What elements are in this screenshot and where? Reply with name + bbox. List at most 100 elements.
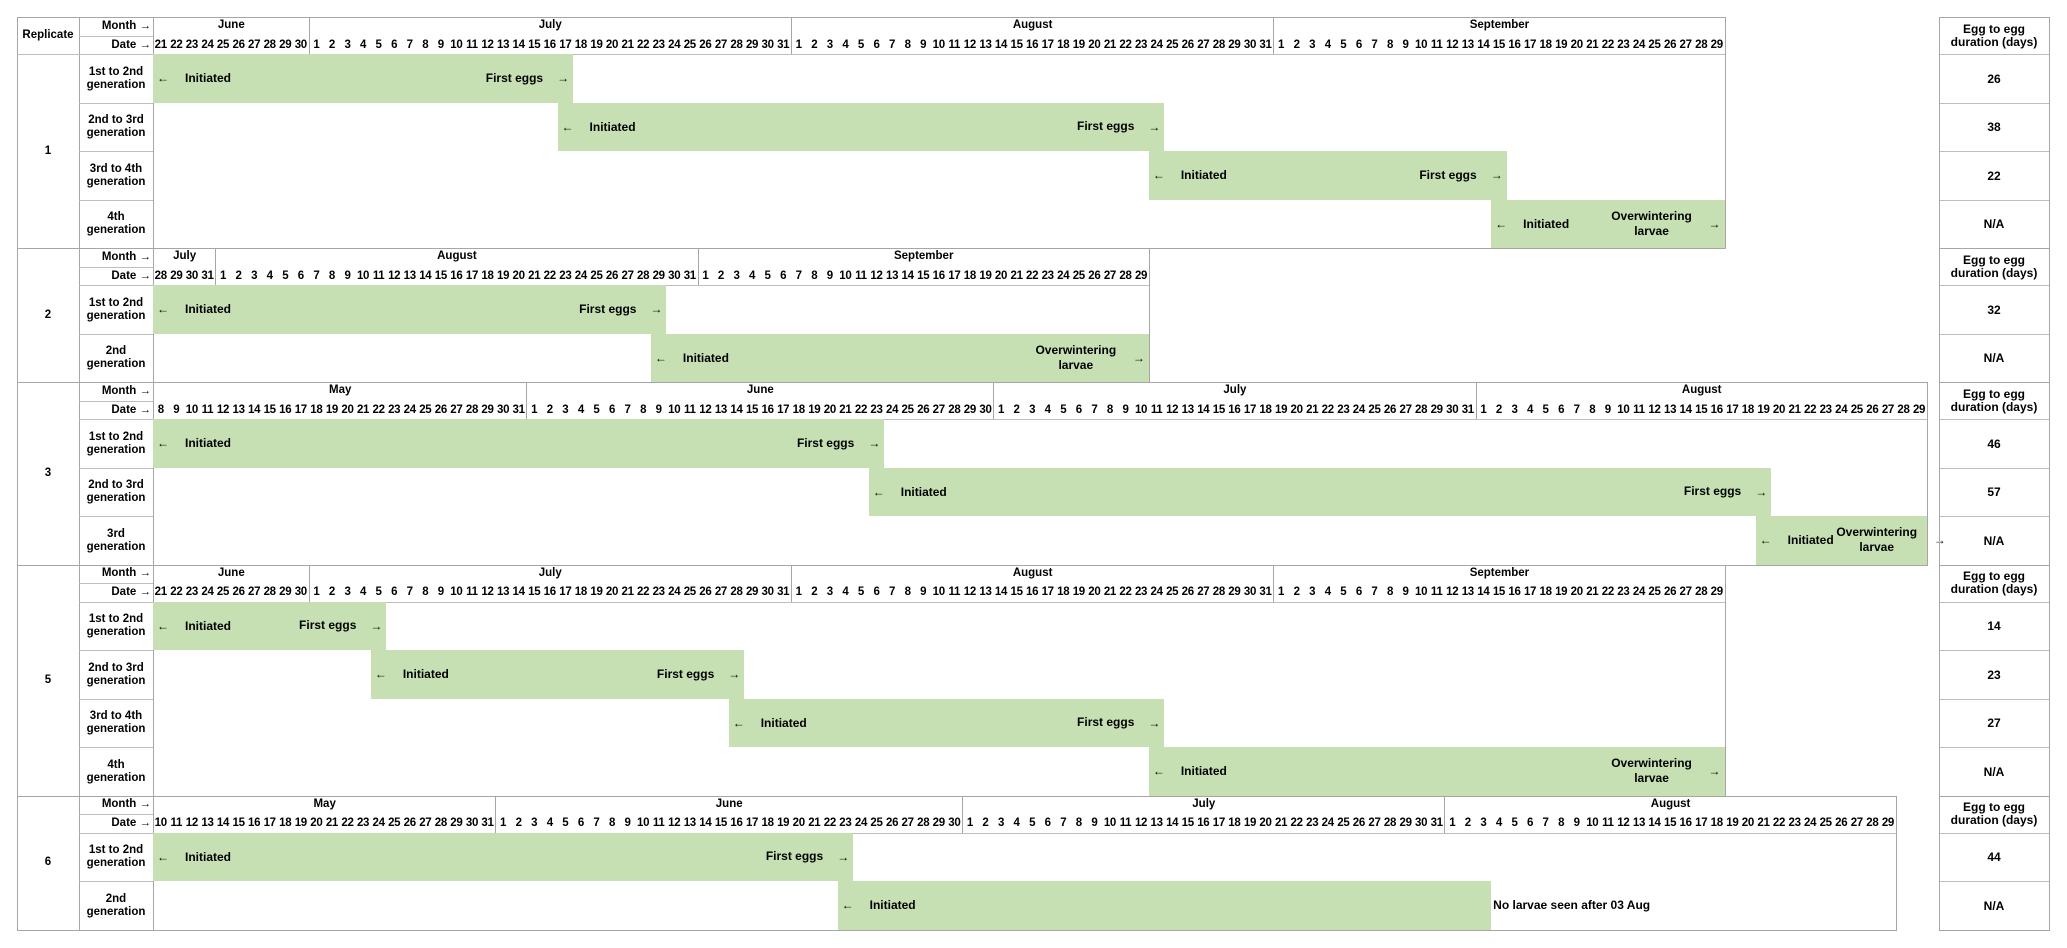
date-cell: 21 (356, 403, 370, 416)
date-cell: 14 (1648, 817, 1661, 830)
date-cell: 9 (1122, 403, 1129, 416)
date-cell: 26 (1181, 586, 1194, 599)
date-cell: 25 (1166, 586, 1179, 599)
date-cell: 22 (341, 817, 354, 830)
date-cell: 3 (251, 269, 258, 282)
date-cell: 9 (1091, 817, 1098, 830)
bar-end-label: First eggs→ (766, 849, 853, 864)
date-cell: 23 (1617, 586, 1630, 599)
month-name: September (1469, 19, 1530, 31)
generation-label: 4th generation (79, 199, 153, 249)
date-cell: 13 (232, 403, 245, 416)
date-cell: 20 (792, 817, 805, 830)
bar-end-label: First eggs→ (657, 667, 744, 682)
date-cell: 29 (1710, 38, 1723, 51)
date-cell: 10 (1586, 817, 1599, 830)
date-cell: 17 (1041, 38, 1054, 51)
arrow-right-icon: → (1708, 216, 1721, 231)
end-label: First eggs (485, 70, 544, 85)
date-cell: 22 (1321, 403, 1334, 416)
date-cell: 30 (496, 403, 510, 416)
date-cell: 6 (1355, 38, 1362, 51)
month-header: September (697, 248, 1149, 285)
date-cell: 30 (948, 817, 961, 830)
duration-value: 46 (1939, 419, 2049, 468)
date-cell: 7 (1542, 817, 1549, 830)
arrow-left-icon: ← (1759, 533, 1772, 548)
date-cell: 21 (1306, 403, 1319, 416)
date-cell: 4 (266, 269, 273, 282)
date-cell: 23 (1041, 269, 1054, 282)
bar-start-label: ←Initiated (838, 898, 916, 912)
date-cell: 26 (1835, 817, 1848, 830)
date-cell: 19 (1726, 817, 1739, 830)
date-cell: 31 (1259, 586, 1272, 599)
date-cell: 2 (717, 269, 724, 282)
date-cell: 21 (528, 269, 541, 282)
date-cell: 23 (356, 817, 370, 830)
bar-start-label: ←Initiated (1149, 168, 1227, 182)
date-cell: 8 (1386, 38, 1394, 51)
date-cell: 15 (1492, 38, 1506, 51)
arrow-left-icon: ← (157, 849, 169, 864)
date-cell: 15 (528, 586, 541, 599)
date-cell: 15 (917, 269, 930, 282)
date-cell: 6 (391, 586, 398, 599)
date-cell: 12 (1134, 817, 1148, 830)
date-cell: 28 (465, 403, 479, 416)
date-cell: 3 (1309, 586, 1316, 599)
date-cell: 3 (1511, 403, 1518, 416)
date-cell: 7 (889, 586, 896, 599)
date-cell: 25 (216, 38, 230, 51)
date-cell: 23 (388, 403, 401, 416)
date-cell: 21 (1103, 38, 1117, 51)
arrow-left-icon: ← (157, 436, 169, 451)
date-cell: 17 (745, 817, 759, 830)
date-cell: 17 (1523, 586, 1537, 599)
date-cell: 24 (574, 269, 587, 282)
date-cell: 1 (1449, 817, 1456, 830)
duration-value: N/A (1939, 881, 2049, 930)
date-cell: 28 (154, 269, 167, 282)
date-cell: 4 (842, 586, 849, 599)
date-cell: 7 (1091, 403, 1098, 416)
date-cell: 10 (450, 38, 463, 51)
date-cell: 23 (559, 269, 572, 282)
date-cell: 5 (1542, 403, 1549, 416)
date-cell: 13 (1461, 586, 1474, 599)
date-cell: 4 (359, 586, 367, 599)
duration-header: Egg to egg duration (days) (1950, 800, 2038, 827)
date-cell: 8 (157, 403, 164, 416)
date-cell: 9 (1402, 586, 1409, 599)
date-cell: 20 (605, 586, 619, 599)
date-cell: 27 (1368, 817, 1381, 830)
date-cell: 8 (904, 586, 911, 599)
date-cell: 19 (294, 817, 307, 830)
date-cell: 30 (1243, 38, 1257, 51)
date-cell: 30 (761, 586, 774, 599)
date-cell: 18 (792, 403, 805, 416)
date-cell: 24 (668, 586, 681, 599)
date-cell: 15 (1181, 817, 1194, 830)
date-cell: 2 (1293, 586, 1300, 599)
month-header: August (1475, 382, 1927, 419)
arrow-right-icon: → (557, 71, 570, 86)
date-cell: 28 (1897, 403, 1910, 416)
date-cell: 3 (344, 586, 351, 599)
date-cell: 15 (1212, 403, 1225, 416)
generation-label: 1st to 2nd generation (79, 419, 153, 468)
date-cell: 24 (1632, 586, 1646, 599)
date-cell: 1 (966, 817, 973, 830)
month-name: August (1650, 797, 1691, 810)
date-cell: 24 (885, 403, 899, 416)
date-cell: 16 (1710, 403, 1723, 416)
date-cell: 10 (637, 817, 650, 830)
generation-label: 2nd to 3rd generation (79, 650, 153, 699)
date-cell: 29 (652, 269, 665, 282)
date-cell: 15 (1010, 38, 1023, 51)
date-cell: 25 (1819, 817, 1832, 830)
month-header: August (215, 248, 697, 285)
date-cell: 20 (1088, 586, 1101, 599)
month-header: May (153, 382, 526, 419)
